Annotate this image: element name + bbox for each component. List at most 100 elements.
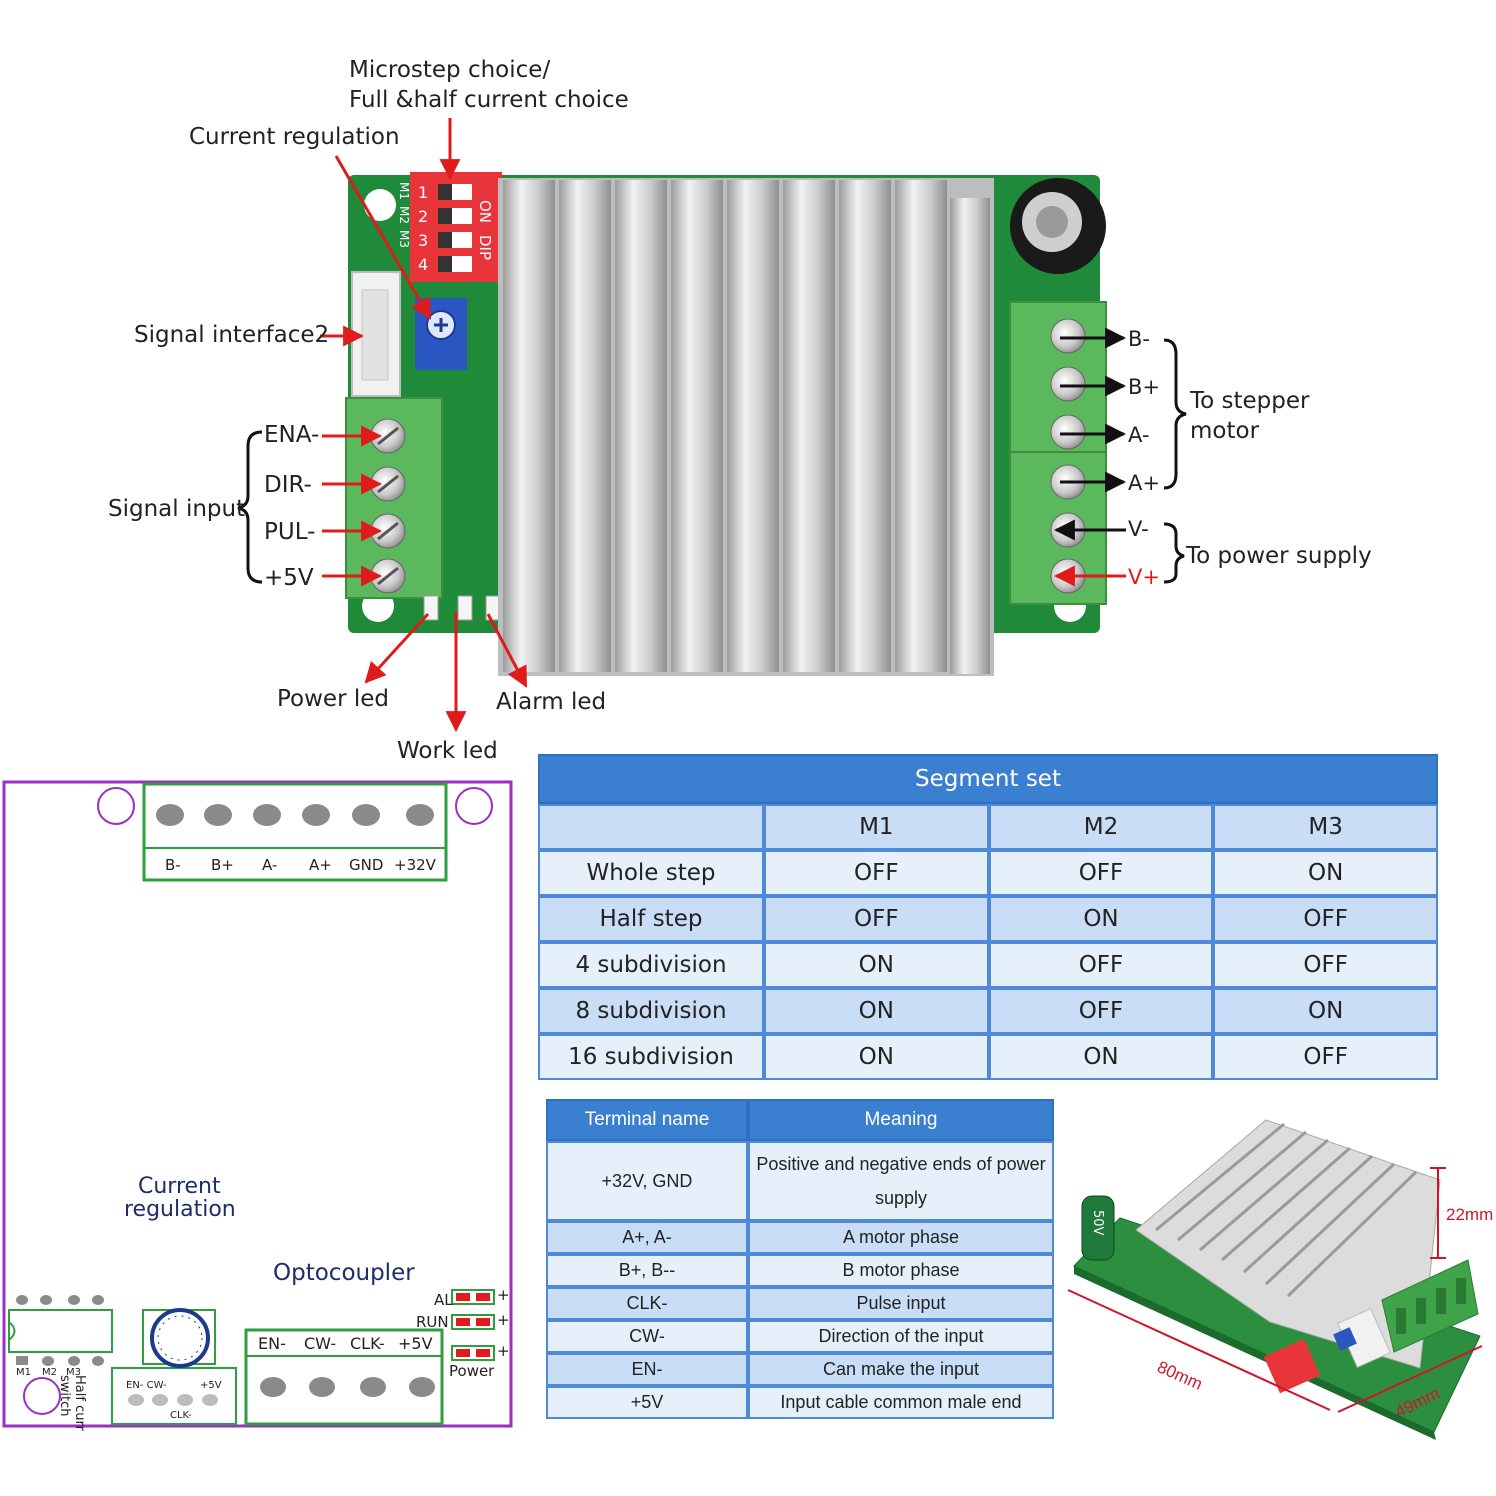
label-b-plus: B+ [1128,375,1161,399]
layout-dip-switch [8,1309,113,1353]
table-row: CLK- Pulse input [546,1287,1054,1320]
mount-hole [364,189,396,221]
segment-value-cell: OFF [1213,942,1438,988]
label-to-stepper-1: To stepper [1190,388,1310,414]
terminal-meaning-cell: Can make the input [748,1353,1054,1386]
terminal-name-cell: CLK- [546,1287,748,1320]
layout-plus-3: + [497,1342,510,1360]
segment-mode-cell: 4 subdivision [538,942,764,988]
label-microstep-1: Microstep choice/ [349,57,551,83]
segment-value-cell: OFF [988,942,1214,988]
segment-value-cell: ON [988,1034,1214,1080]
arrow-alarm-led [486,613,528,688]
segment-value-cell: OFF [1213,896,1438,942]
dip-switch-levers [438,184,472,272]
svg-text:M1: M1 [397,182,411,200]
terminal-meaning-cell: A motor phase [748,1221,1054,1254]
label-alarm-led: Alarm led [496,689,607,715]
label-ena: ENA- [264,422,320,448]
label-v-plus: V+ [1128,565,1160,589]
layout-top-pins [156,804,434,826]
terminal-screw [1050,366,1086,402]
label-to-stepper-2: motor [1190,418,1260,444]
svg-text:2: 2 [418,207,428,226]
segment-value-cell: OFF [764,896,989,942]
terminal-meaning-cell: Pulse input [748,1287,1054,1320]
segment-set-table: Segment set M1 M2 M3 Whole step OFF OFF … [538,754,1438,1080]
work-led [457,595,473,621]
label-a-minus: A- [1128,423,1150,447]
terminal-table-header-row: Terminal name Meaning [546,1099,1054,1141]
layout-pin-a-minus: A- [262,856,278,874]
svg-text:1: 1 [418,183,428,202]
layout-pin-a-plus: A+ [309,856,332,874]
label-microstep-2: Full &half current choice [349,87,629,113]
label-work-led: Work led [397,738,498,764]
layout-mount-hole [455,787,493,825]
segment-value-cell: ON [764,988,989,1034]
layout-small-pins [128,1394,218,1406]
layout-current-regulation-1: Current [138,1174,221,1199]
arrow-current-regulation [334,155,432,320]
layout-small-pins-1: EN- CW- [126,1380,167,1391]
segment-mode-cell: Half step [538,896,764,942]
layout-pin-en: EN- [258,1334,286,1353]
layout-plus-1: + [497,1286,510,1304]
terminal-screw [1050,414,1086,450]
layout-pin-b-plus: B+ [211,856,234,874]
table-row: EN- Can make the input [546,1353,1054,1386]
layout-leds [451,1289,495,1361]
stepper-motor-brace [1163,338,1187,490]
table-row: Half step OFF ON OFF [538,896,1438,942]
layout-run: RUN [416,1313,449,1331]
layout-pin-5v: +5V [398,1334,433,1353]
pcb-m-labels: M1 M2 M3 [397,182,411,248]
segment-table-title: Segment set [538,754,1438,804]
label-signal-interface2: Signal interface2 [134,322,330,348]
segment-header-cell: M2 [988,804,1214,850]
iso-capacitor [1081,1195,1115,1261]
driver-board-illustration: 1 2 3 4 ON DIP M1 M2 M3 [237,118,1187,733]
layout-mount-hole [97,787,135,825]
layout-optocoupler: Optocoupler [273,1260,415,1286]
table-row: A+, A- A motor phase [546,1221,1054,1254]
segment-value-cell: ON [764,942,989,988]
terminal-meaning-cell: B motor phase [748,1254,1054,1287]
svg-text:3: 3 [418,231,428,250]
label-dir: DIR- [264,472,312,498]
table-row: +5V Input cable common male end [546,1386,1054,1419]
layout-potentiometer [150,1308,210,1368]
label-power-led: Power led [277,686,389,712]
arrow-power-led [364,612,430,684]
layout-half-cur-2: switch [57,1375,72,1417]
table-row: 16 subdivision ON ON OFF [538,1034,1438,1080]
layout-pin-cw: CW- [304,1334,337,1353]
terminal-name-cell: B+, B-- [546,1254,748,1287]
dip-on-label: ON [476,200,494,223]
layout-pin-gnd: GND [349,856,384,874]
layout-al: AL [434,1291,453,1309]
dim-length-line [1067,1289,1331,1411]
terminal-screw [1050,318,1086,354]
terminal-header-cell: Meaning [748,1099,1054,1141]
iso-capacitor-text: 50V [1090,1210,1105,1236]
label-to-power: To power supply [1186,543,1372,569]
layout-pin-b-minus: B- [165,856,181,874]
table-row: B+, B-- B motor phase [546,1254,1054,1287]
signal-input-brace [237,430,263,584]
label-5v: +5V [264,565,314,591]
svg-text:M2: M2 [397,206,411,224]
segment-table-title-row: Segment set [538,754,1438,804]
segment-value-cell: OFF [988,850,1214,896]
segment-value-cell: ON [988,896,1214,942]
dim-width-line [1337,1345,1483,1413]
layout-plus-2: + [497,1311,510,1329]
layout-pin-clk: CLK- [350,1334,385,1353]
segment-mode-cell: 8 subdivision [538,988,764,1034]
layout-potentiometer-box [142,1309,216,1365]
terminal-header-cell: Terminal name [546,1099,748,1141]
heatsink-fins [503,180,990,674]
segment-value-cell: ON [1213,850,1438,896]
label-v-minus: V- [1128,517,1149,541]
layout-small-pins-2: +5V [200,1380,222,1391]
